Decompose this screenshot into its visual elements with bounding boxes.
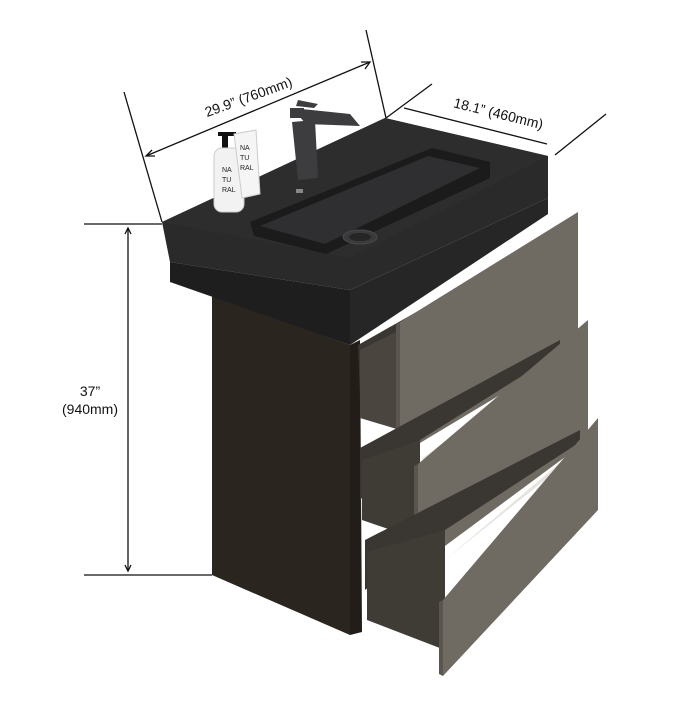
width-dimension-lines bbox=[123, 29, 387, 223]
height-dimension-lines bbox=[84, 223, 212, 576]
drawer-top bbox=[358, 212, 578, 455]
height-dimension-label: 37” (940mm) bbox=[62, 382, 118, 418]
height-inches: 37” bbox=[79, 383, 101, 399]
soap-bottle: NA TU RAL bbox=[213, 132, 245, 213]
tube-text-3: RAL bbox=[240, 165, 254, 172]
sink-basin bbox=[250, 148, 490, 254]
drawer-bottom bbox=[365, 418, 598, 676]
cream-tube: NA TU RAL bbox=[233, 129, 261, 199]
tube-text-2: TU bbox=[240, 155, 249, 162]
cabinet-body bbox=[170, 280, 362, 635]
bottle-text-3: RAL bbox=[222, 187, 236, 194]
bottle-text-2: TU bbox=[222, 177, 231, 184]
bottle-text-1: NA bbox=[222, 167, 232, 174]
height-mm: (940mm) bbox=[62, 401, 119, 417]
tube-text-1: NA bbox=[240, 145, 250, 152]
faucet bbox=[290, 100, 360, 180]
depth-dimension-lines bbox=[385, 83, 607, 156]
